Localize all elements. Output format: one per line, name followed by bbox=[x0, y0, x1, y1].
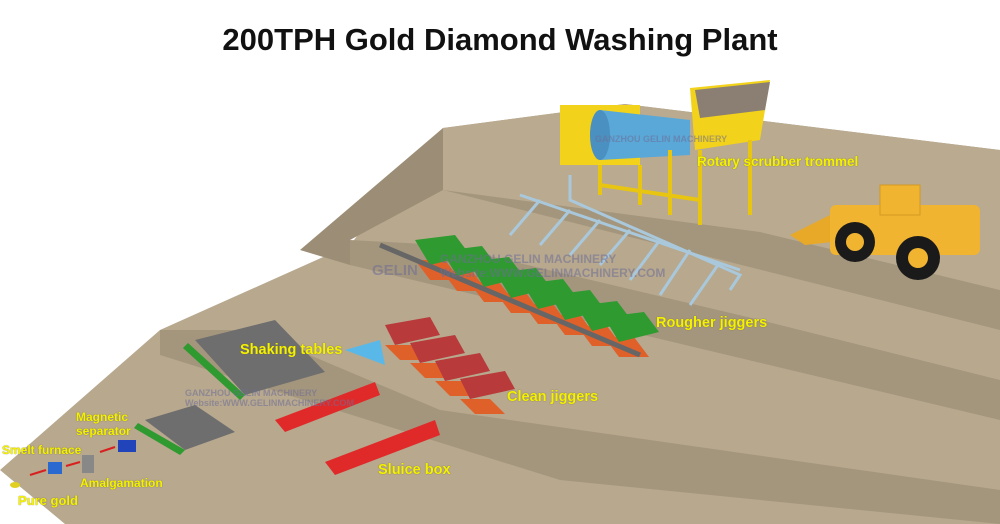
watermark-company: GANZHOU GELIN MACHINERY bbox=[440, 252, 617, 266]
page-title: 200TPH Gold Diamond Washing Plant bbox=[222, 22, 778, 57]
wheel-loader bbox=[790, 184, 980, 280]
conveyor bbox=[379, 242, 641, 358]
watermark-company: GANZHOU GELIN MACHINERY bbox=[185, 388, 318, 398]
label-pure-gold: Pure gold bbox=[18, 493, 78, 508]
terrace-1-face bbox=[443, 128, 1000, 330]
label-magnetic-separator-2: separator bbox=[76, 424, 131, 438]
terrace-3-face bbox=[160, 330, 1000, 524]
watermark-website: Website:WWW.GELINMACHINERY.COM bbox=[185, 398, 354, 408]
label-clean-jiggers: Clean jiggers bbox=[507, 389, 599, 405]
clean-jigger bbox=[410, 335, 465, 363]
water-pipes bbox=[508, 175, 743, 306]
label-magnetic-separator: Magnetic bbox=[76, 410, 129, 424]
sluice-boxes bbox=[275, 382, 440, 475]
clean-jiggers bbox=[385, 317, 515, 414]
terrace-left-face bbox=[300, 128, 443, 265]
label-amalgamation: Amalgamation bbox=[80, 476, 163, 490]
label-sluice-box: Sluice box bbox=[378, 462, 451, 478]
clean-jigger-frame bbox=[460, 399, 505, 414]
label-rougher-jiggers: Rougher jiggers bbox=[656, 315, 768, 331]
watermark-logo: GELIN bbox=[372, 262, 418, 279]
final-processing bbox=[10, 440, 136, 488]
watermark-company: GANZHOU GELIN MACHINERY bbox=[595, 134, 728, 144]
label-smelt-furnace: Smelt furnace bbox=[2, 443, 82, 457]
label-rotary-scrubber-trommel: Rotary scrubber trommel bbox=[697, 154, 859, 169]
clean-jigger bbox=[435, 353, 490, 381]
clean-jigger bbox=[460, 371, 515, 399]
rougher-jigger bbox=[604, 312, 659, 342]
clean-jigger bbox=[385, 317, 440, 345]
feed-hopper bbox=[345, 340, 385, 365]
rotary-scrubber-trommel bbox=[560, 80, 770, 225]
watermark-website: Website:WWW.GELINMACHINERY.COM bbox=[440, 266, 666, 280]
label-shaking-tables: Shaking tables bbox=[240, 342, 343, 358]
shaking-tables bbox=[134, 320, 325, 455]
